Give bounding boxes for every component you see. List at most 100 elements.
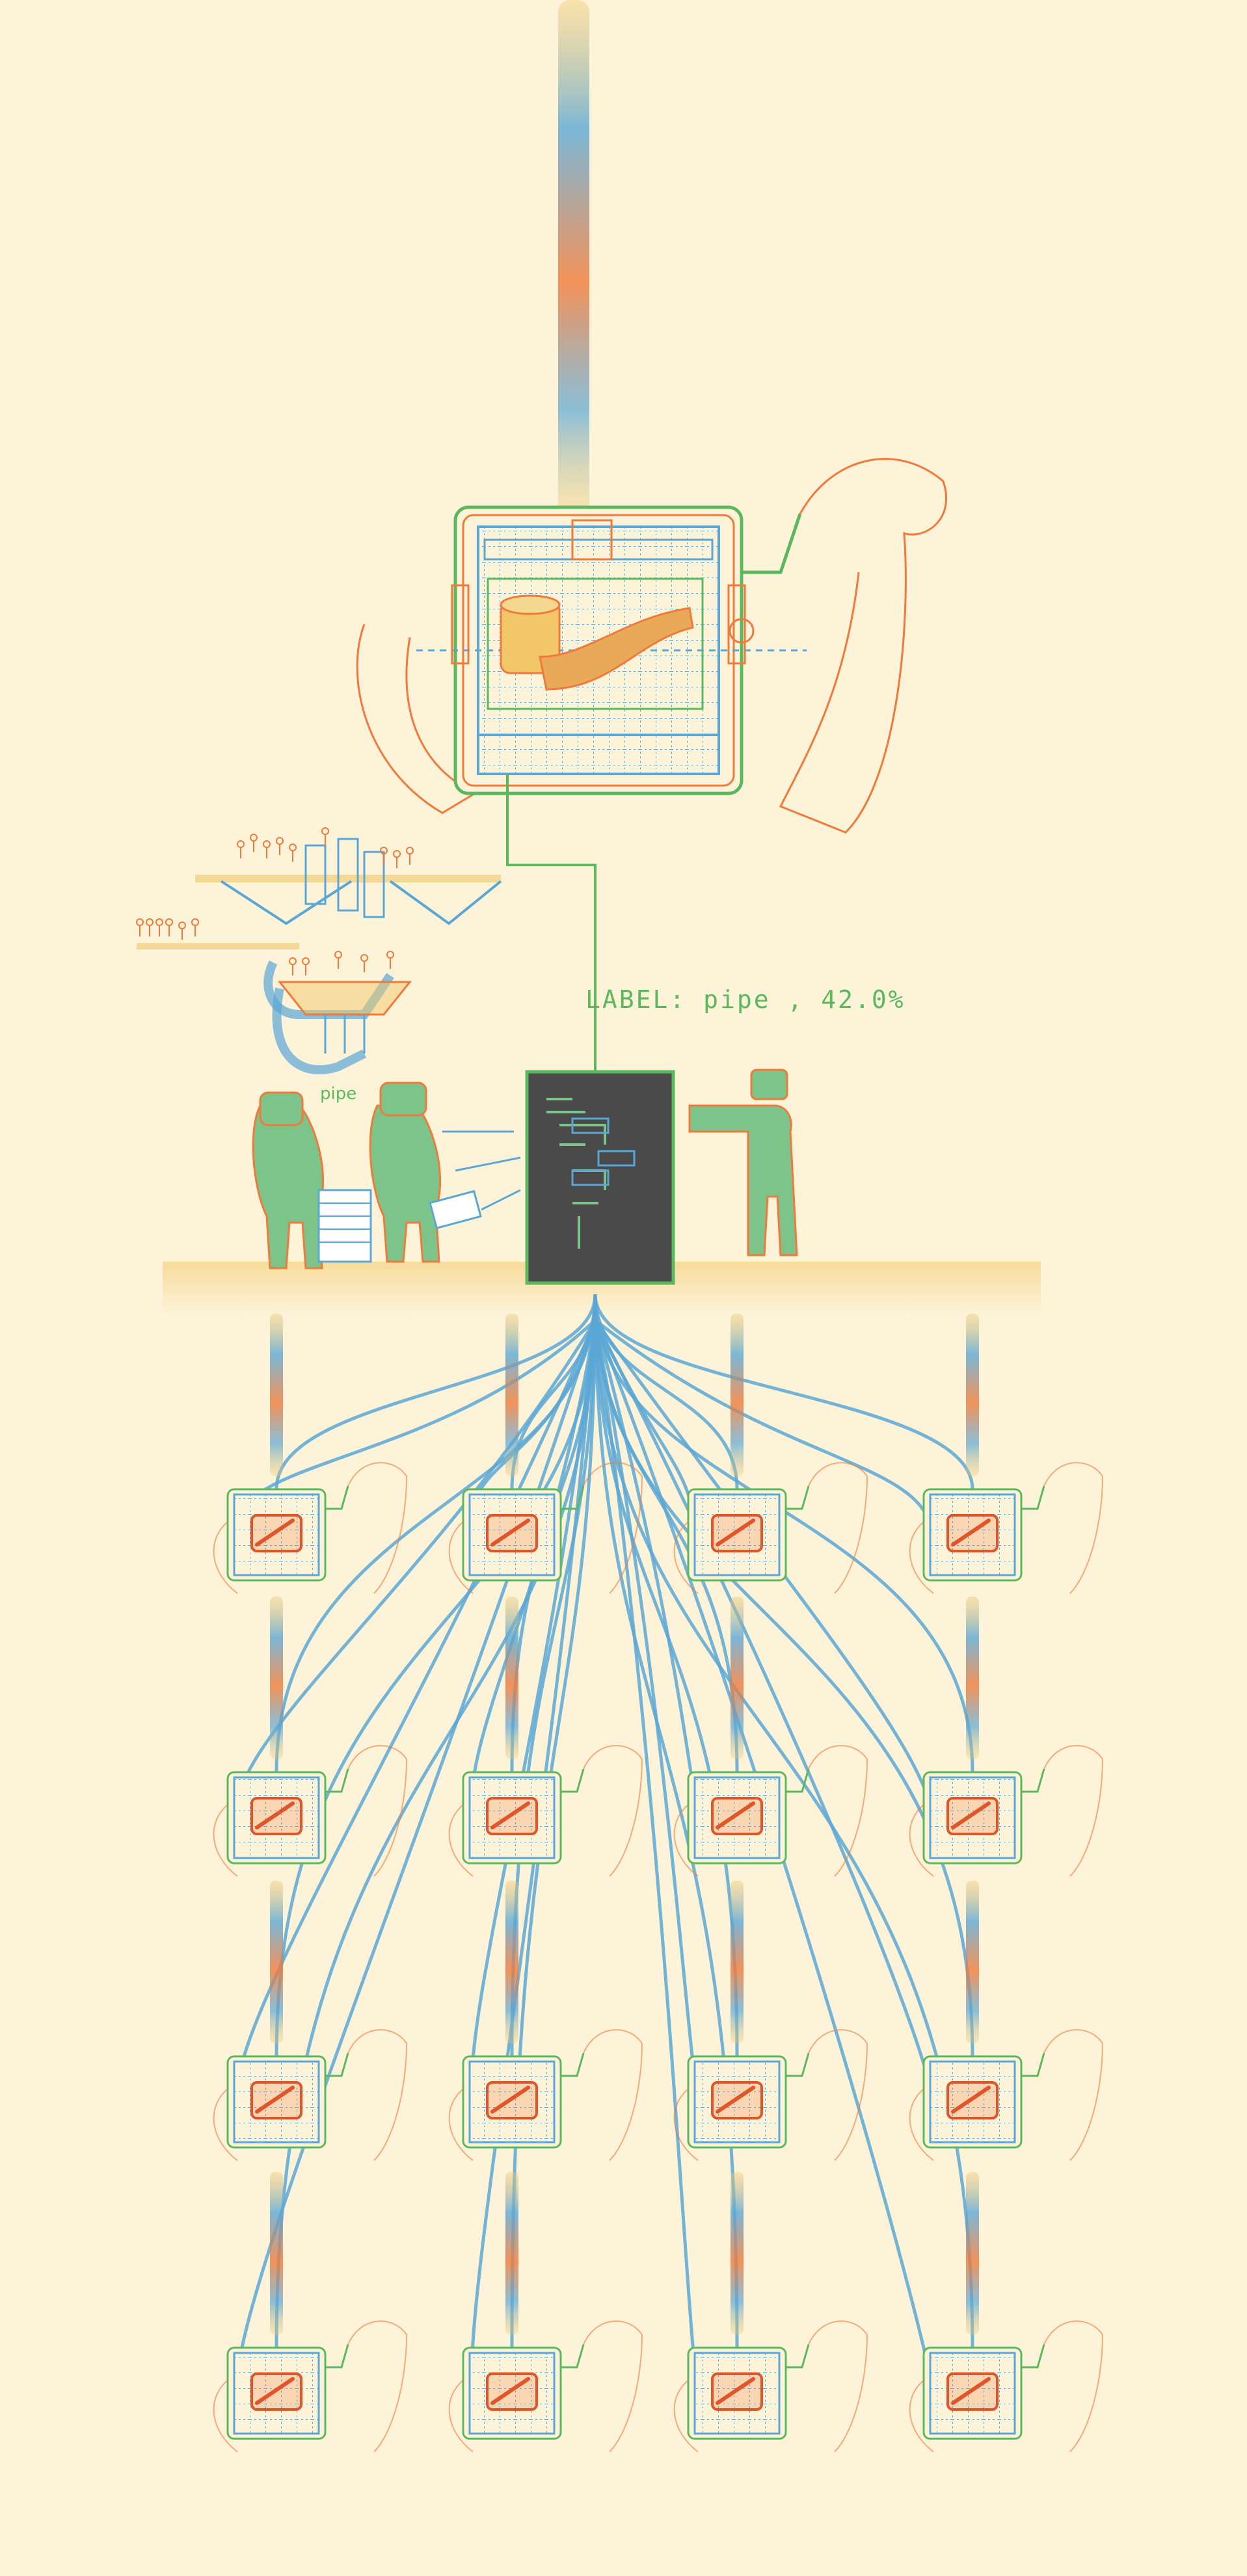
thumbnail-machine xyxy=(213,2172,408,2452)
fence-icon xyxy=(946,1797,999,1835)
thumbnail-machine xyxy=(909,1314,1104,1594)
crowd-person xyxy=(334,951,342,969)
worker-left xyxy=(252,1091,325,1269)
pipe-icon xyxy=(486,1797,538,1835)
thumbnail-machine xyxy=(213,1597,408,1877)
crowd-person xyxy=(393,850,401,868)
thumbnail-beam xyxy=(731,2172,744,2335)
thumbnail-arm xyxy=(347,1745,408,1877)
left-arm xyxy=(356,624,477,814)
thumbnail-arm xyxy=(347,1462,408,1594)
conveyor-label: pipe xyxy=(320,1084,356,1104)
thumbnail-beam xyxy=(966,1314,979,1476)
thumbnail-machine xyxy=(448,1597,643,1877)
thumbnail-beam xyxy=(270,1881,283,2043)
green-wire xyxy=(506,774,597,1073)
pipes-icon xyxy=(486,2081,538,2119)
branch-wires xyxy=(235,1294,974,2394)
thumbnail-beam xyxy=(731,1881,744,2043)
crowd-person xyxy=(321,827,329,845)
crowd-person xyxy=(289,957,297,976)
crowd-person xyxy=(250,834,258,852)
thumbnail-machine xyxy=(673,1314,868,1594)
crowd-person xyxy=(165,918,173,936)
thumbnail-beam xyxy=(505,2172,518,2335)
thumbnail-machine xyxy=(448,2172,643,2452)
bells-icon xyxy=(711,2372,763,2411)
crowd-person xyxy=(380,847,388,865)
paper-stack xyxy=(317,1189,482,1263)
thumbnail-arm xyxy=(583,1745,643,1877)
thumbnail-machine xyxy=(673,2172,868,2452)
thumbnail-machine xyxy=(213,1881,408,2161)
logs-icon xyxy=(250,1797,302,1835)
thumbnail-arm xyxy=(583,2029,643,2161)
thumbnail-arm xyxy=(808,1745,868,1877)
crowd-person xyxy=(191,918,199,936)
thumbnail-machine xyxy=(909,1597,1104,1877)
crowd-person xyxy=(276,837,284,855)
thumbnail-arm xyxy=(1043,1745,1104,1877)
crowd-person xyxy=(178,922,186,940)
thumbnail-beam xyxy=(966,1881,979,2043)
thumbnail-arm xyxy=(347,2029,408,2161)
thumbnail-arm xyxy=(808,2029,868,2161)
cup-icon xyxy=(711,2081,763,2119)
pot-icon xyxy=(250,2372,302,2411)
crowd-person xyxy=(237,840,245,858)
thumbnail-machine xyxy=(909,1881,1104,2161)
thumbnail-arm xyxy=(347,2320,408,2452)
funnel xyxy=(277,981,412,1016)
pipes-icon xyxy=(250,2081,302,2119)
pipe-icon xyxy=(250,1514,302,1552)
main-color-beam xyxy=(558,0,589,514)
crowd-person xyxy=(263,840,271,858)
crowd xyxy=(136,827,414,976)
main-machine xyxy=(356,458,948,834)
thumbnail-beam xyxy=(966,1597,979,1759)
thumbnail-arm xyxy=(583,2320,643,2452)
thumbnail-beam xyxy=(966,2172,979,2335)
thumbnail-arm xyxy=(1043,1462,1104,1594)
thumbnail-beam xyxy=(505,1881,518,2043)
crowd-person xyxy=(406,847,414,865)
crowd-person xyxy=(302,957,310,976)
crowd-person xyxy=(360,954,368,972)
thumbnail-machine xyxy=(448,1314,643,1594)
thumbnail-machine xyxy=(909,2172,1104,2452)
pipe-icon xyxy=(711,1797,763,1835)
pipe-icon xyxy=(486,1514,538,1552)
thumbnail-beam xyxy=(731,1314,744,1476)
worker-right xyxy=(688,1069,798,1256)
thumbnail-grid xyxy=(213,1314,1104,2452)
conveyor xyxy=(137,838,502,1074)
thumbnail-machine xyxy=(213,1314,408,1594)
thumbnail-arm xyxy=(808,1462,868,1594)
barrels-icon xyxy=(946,2372,999,2411)
thumbnail-beam xyxy=(731,1597,744,1759)
thumbnail-machine xyxy=(673,1597,868,1877)
thumbnail-arm xyxy=(1043,2029,1104,2161)
maze-icon xyxy=(711,1514,763,1552)
crowd-person xyxy=(136,918,144,936)
thumbnail-arm xyxy=(583,1462,643,1594)
worker-center xyxy=(369,1082,442,1263)
crowd-person xyxy=(289,843,297,862)
thumbnail-arm xyxy=(808,2320,868,2452)
thumbnail-machine xyxy=(448,1881,643,2161)
right-arm xyxy=(779,458,948,834)
thumbnail-arm xyxy=(1043,2320,1104,2452)
thumbnail-beam xyxy=(270,1597,283,1759)
thumbnail-beam xyxy=(270,1314,283,1476)
crate-icon xyxy=(486,2372,538,2411)
face-icon xyxy=(946,2081,999,2119)
crowd-person xyxy=(386,951,394,969)
decision-tree-computer xyxy=(525,1070,675,1285)
blue-wires-left xyxy=(442,1130,521,1211)
thumbnail-beam xyxy=(505,1597,518,1759)
spiral-icon xyxy=(946,1514,999,1552)
classification-label: LABEL: pipe , 42.0% xyxy=(585,985,905,1014)
crowd-person xyxy=(146,918,154,936)
thumbnail-machine xyxy=(673,1881,868,2161)
